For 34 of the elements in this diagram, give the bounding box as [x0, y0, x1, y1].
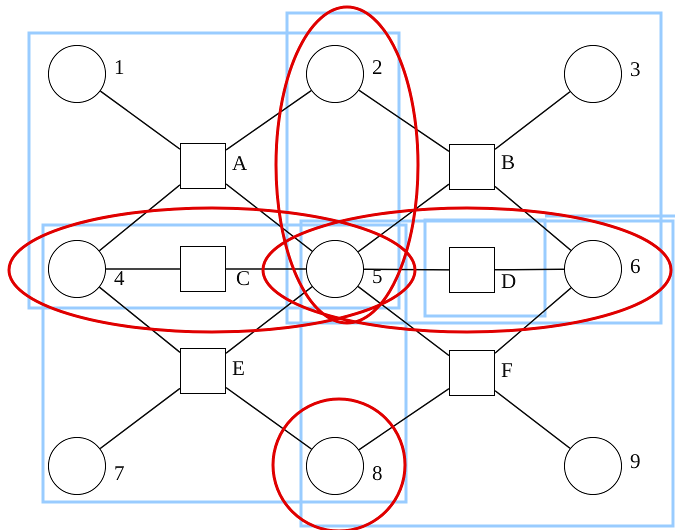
edge-line [494, 390, 570, 449]
node-label: 4 [114, 268, 124, 289]
edge-line [100, 90, 180, 150]
edge-line [100, 388, 180, 450]
node-label: 8 [372, 463, 382, 484]
edge-line [494, 91, 570, 150]
node-label: 9 [630, 451, 640, 472]
edge-line [494, 186, 572, 251]
edge-line [358, 90, 450, 152]
node-label: E [232, 358, 245, 379]
edge-line [226, 183, 313, 252]
edge-line [99, 286, 180, 353]
node-label: 3 [630, 59, 640, 80]
edge-line [106, 268, 180, 270]
edge-line [226, 286, 313, 354]
node-label: B [501, 152, 516, 173]
edge-line [495, 268, 564, 271]
node-label: 6 [630, 256, 640, 277]
edge-line [358, 184, 450, 252]
edge-line [226, 268, 306, 270]
edge-line [226, 386, 312, 450]
node-label: A [232, 153, 248, 174]
edge-line [226, 90, 312, 151]
edge-line [358, 388, 450, 450]
node-label: D [501, 271, 516, 292]
edge-line [494, 287, 572, 354]
edge-line [358, 286, 450, 356]
node-label: 2 [372, 57, 382, 78]
node-label: 7 [114, 463, 124, 484]
node-label: C [236, 268, 250, 289]
edge-line [98, 184, 180, 252]
node-label: 1 [114, 57, 124, 78]
node-label: F [501, 360, 513, 381]
edge-line [364, 268, 449, 271]
